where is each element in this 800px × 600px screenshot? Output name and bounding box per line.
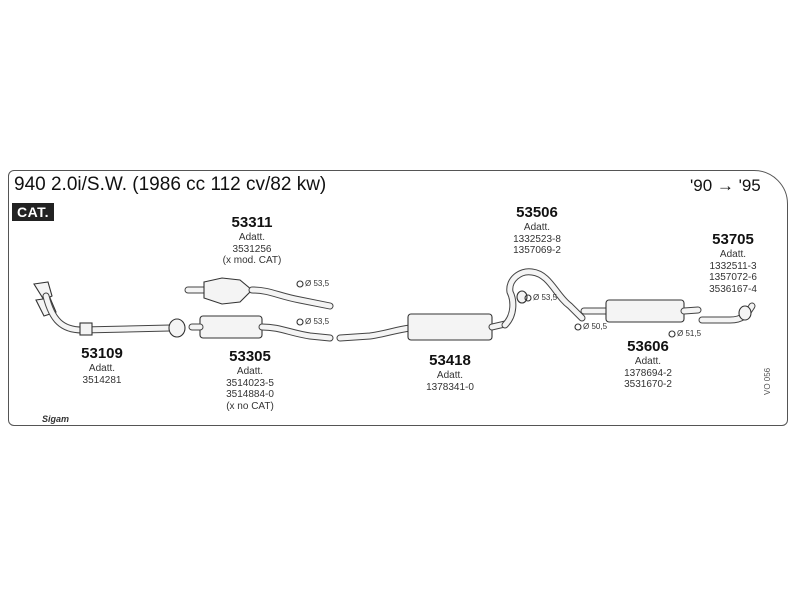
- diagram-frame: [8, 170, 788, 426]
- part-ref: 1378341-0: [426, 381, 474, 393]
- part-note: Adatt.: [88, 363, 116, 374]
- part-ref: 1357069-2: [513, 245, 561, 256]
- part-refs: Adatt. 1378694-2 3531670-2: [624, 356, 672, 391]
- part-ref: 1357072-6: [709, 272, 757, 283]
- part-53506-drawing: [501, 268, 586, 329]
- part-ref: 1378694-2: [624, 367, 672, 379]
- part-refs: Adatt. 3531256 (x mod. CAT): [223, 232, 282, 267]
- diagram-code: VO 056: [763, 367, 772, 395]
- part-refs: Adatt. 1332523-8 1357069-2: [513, 222, 561, 257]
- diameter-label: Ø 53,5: [305, 317, 330, 326]
- diameter-label: Ø 53,5: [305, 279, 330, 288]
- part-code[interactable]: 53606: [627, 338, 669, 355]
- diameter-label: Ø 51,5: [677, 329, 702, 338]
- part-53705-drawing: [698, 302, 756, 324]
- part-note: Adatt.: [523, 222, 551, 233]
- page-title: 940 2.0i/S.W. (1986 cc 112 cv/82 kw): [14, 174, 327, 195]
- part-refs: Adatt. 1378341-0: [426, 370, 474, 393]
- part-ref: 3536167-4: [709, 283, 757, 295]
- part-note: Adatt.: [719, 249, 747, 260]
- part-code[interactable]: 53418: [429, 352, 471, 369]
- part-ref: (x mod. CAT): [222, 255, 282, 266]
- part-ref: 3531256: [232, 243, 272, 255]
- part-code[interactable]: 53705: [712, 231, 754, 248]
- diameter-label: Ø 53,5: [533, 293, 558, 302]
- part-ref: (x no CAT): [226, 400, 274, 412]
- year-range: '90 → '95: [690, 176, 761, 195]
- part-53109-drawing: [33, 281, 186, 338]
- part-code[interactable]: 53305: [229, 348, 271, 365]
- part-ref: 1332511-3: [709, 260, 757, 272]
- part-53311-drawing: [184, 277, 334, 310]
- part-code[interactable]: 53109: [81, 345, 123, 362]
- part-ref: 1332523-8: [513, 233, 561, 245]
- part-53606-drawing: [580, 299, 702, 323]
- part-refs: Adatt. 1332511-3 1357072-6 3536167-4: [709, 249, 757, 295]
- part-note: Adatt.: [436, 370, 464, 381]
- part-code[interactable]: 53506: [516, 204, 558, 221]
- diameter-label: Ø 50,5: [583, 322, 608, 331]
- part-refs: Adatt. 3514281: [83, 363, 122, 386]
- part-note: Adatt.: [236, 366, 264, 377]
- part-note: Adatt.: [634, 356, 662, 367]
- part-code[interactable]: 53311: [231, 214, 273, 231]
- part-53418-drawing: [336, 313, 509, 342]
- cat-badge: CAT.: [12, 203, 55, 221]
- part-ref: 3514281: [82, 374, 122, 386]
- part-53305-drawing: [188, 315, 334, 342]
- part-ref: 3514023-5: [226, 377, 274, 389]
- part-ref: 3531670-2: [624, 379, 672, 390]
- part-refs: Adatt. 3514023-5 3514884-0 (x no CAT): [226, 366, 274, 412]
- part-note: Adatt.: [238, 232, 266, 243]
- part-ref: 3514884-0: [226, 389, 274, 400]
- brand-logo: Sigam: [42, 414, 70, 424]
